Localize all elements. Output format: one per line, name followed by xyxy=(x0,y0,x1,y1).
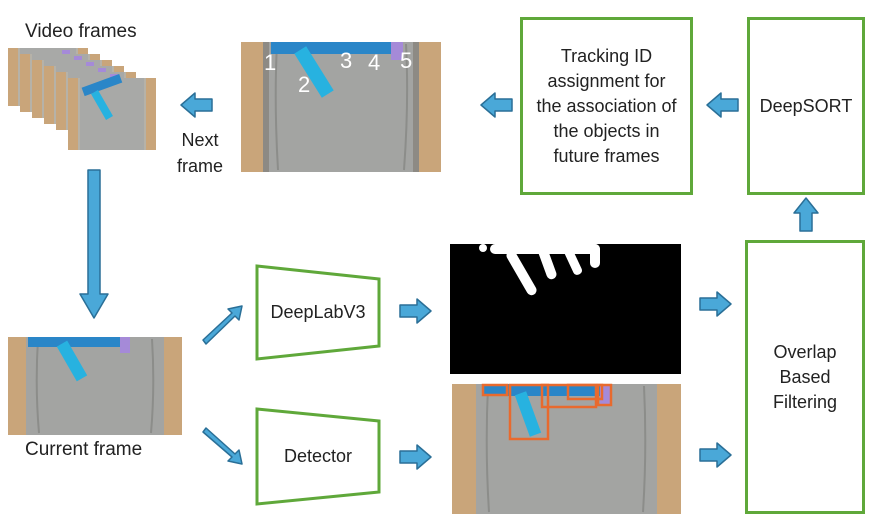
arrow-diag-down xyxy=(202,427,243,465)
detector-label: Detector xyxy=(283,446,353,466)
detection-output-image xyxy=(452,383,681,514)
arrow-diag-up xyxy=(202,305,243,345)
arrow-right-mask-overlap xyxy=(699,291,732,317)
next-frame-image: 1 2 3 4 5 xyxy=(241,42,441,172)
deepsort-box: DeepSORT xyxy=(747,17,865,195)
overlap-filtering-box: Overlap Based Filtering xyxy=(745,240,865,514)
bounding-boxes xyxy=(481,383,613,441)
object-id-3: 3 xyxy=(340,48,353,73)
next-frame-label: Next frame xyxy=(176,130,223,176)
lego-purple xyxy=(391,42,403,60)
video-frames-label: Video frames xyxy=(25,21,137,42)
object-id-2: 2 xyxy=(298,72,311,97)
detector-block: Detector xyxy=(255,407,381,506)
arrow-left-tracking xyxy=(480,92,513,118)
lego-bar-cyan xyxy=(294,46,334,98)
deeplabv3-label: DeepLabV3 xyxy=(270,302,366,322)
current-frame-image xyxy=(8,337,182,435)
deeplabv3-block: DeepLabV3 xyxy=(255,264,381,361)
mask-blobs xyxy=(479,244,600,296)
arrow-right-detector-boxes xyxy=(399,444,432,470)
arrow-left-next-frame xyxy=(180,92,213,118)
arrow-right-boxes-overlap xyxy=(699,442,732,468)
stack-frame-6 xyxy=(68,74,156,150)
tracking-id-box: Tracking ID assignment for the associati… xyxy=(520,17,693,195)
arrow-right-deeplab-mask xyxy=(399,298,432,324)
arrow-left-deepsort xyxy=(706,92,739,118)
segmentation-mask-image xyxy=(450,244,681,374)
object-id-5: 5 xyxy=(400,48,413,73)
object-id-1: 1 xyxy=(264,50,277,75)
arrow-down-frames xyxy=(79,169,109,319)
arrow-up-deepsort xyxy=(793,197,819,232)
object-id-4: 4 xyxy=(368,50,381,75)
video-frames-stack xyxy=(8,48,163,158)
current-frame-label: Current frame xyxy=(25,439,143,460)
